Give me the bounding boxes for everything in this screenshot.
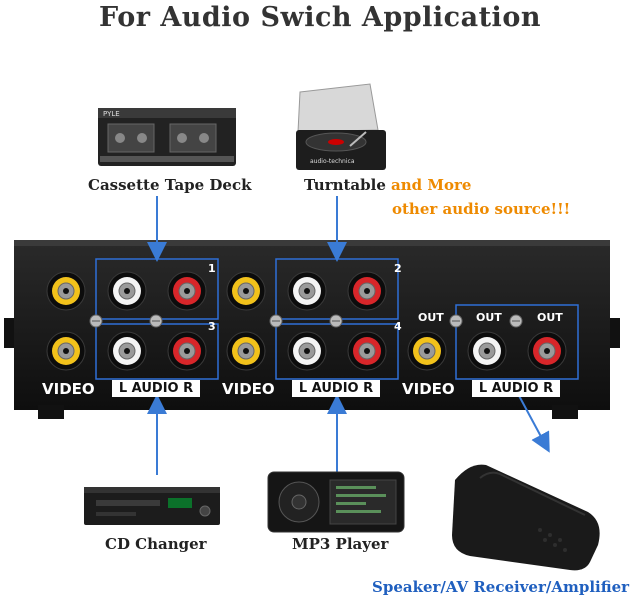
mp3-player-label: MP3 Player (292, 535, 389, 553)
turntable-icon: audio-technica (296, 83, 386, 170)
output-box (455, 304, 579, 380)
audio-label-2: L AUDIO R (292, 380, 380, 397)
video-jack-4 (226, 331, 266, 371)
audio-left-jack-2 (287, 271, 327, 311)
audio-right-out-jack (527, 331, 567, 371)
screws (89, 314, 523, 328)
video-label-3: VIDEO (402, 380, 455, 398)
turntable-brand: audio-technica (310, 158, 355, 165)
input-2-number: 2 (394, 262, 402, 275)
audio-right-jack-1 (167, 271, 207, 311)
cassette-brand: PYLE (103, 110, 120, 118)
audio-right-jack-2 (347, 271, 387, 311)
mp3-player-icon (267, 471, 405, 533)
out-label-right: OUT (537, 311, 563, 324)
audio-label-1: L AUDIO R (112, 380, 200, 397)
audio-left-jack-1 (107, 271, 147, 311)
cd-changer-label: CD Changer (105, 535, 207, 553)
video-jack-3 (46, 331, 86, 371)
speaker-icon (452, 464, 600, 571)
more-sources-line1: and More (391, 176, 472, 194)
more-sources-line2: other audio source!!! (392, 200, 571, 218)
audio-left-jack-4 (287, 331, 327, 371)
input-3-number: 3 (208, 320, 216, 333)
input-1-number: 1 (208, 262, 216, 275)
audio-right-jack-3 (167, 331, 207, 371)
arrow-out-speaker (516, 391, 550, 453)
video-label-1: VIDEO (42, 380, 95, 398)
out-label-left: OUT (476, 311, 502, 324)
audio-label-3: L AUDIO R (472, 380, 560, 397)
video-jack-2 (226, 271, 266, 311)
cassette-deck-icon: PYLE (98, 108, 236, 166)
audio-left-jack-3 (107, 331, 147, 371)
audio-left-out-jack (467, 331, 507, 371)
video-label-2: VIDEO (222, 380, 275, 398)
audio-right-jack-4 (347, 331, 387, 371)
rca-jacks (46, 271, 567, 371)
cd-changer-icon (84, 487, 220, 525)
out-label-video: OUT (418, 311, 444, 324)
video-out-jack (407, 331, 447, 371)
speaker-label: Speaker/AV Receiver/Amplifier (372, 578, 630, 596)
page-title: For Audio Swich Application (99, 2, 541, 33)
signal-arrows (147, 196, 550, 475)
cassette-label: Cassette Tape Deck (88, 176, 252, 194)
turntable-label: Turntable (304, 176, 386, 194)
video-jack-1 (46, 271, 86, 311)
input-4-number: 4 (394, 320, 402, 333)
